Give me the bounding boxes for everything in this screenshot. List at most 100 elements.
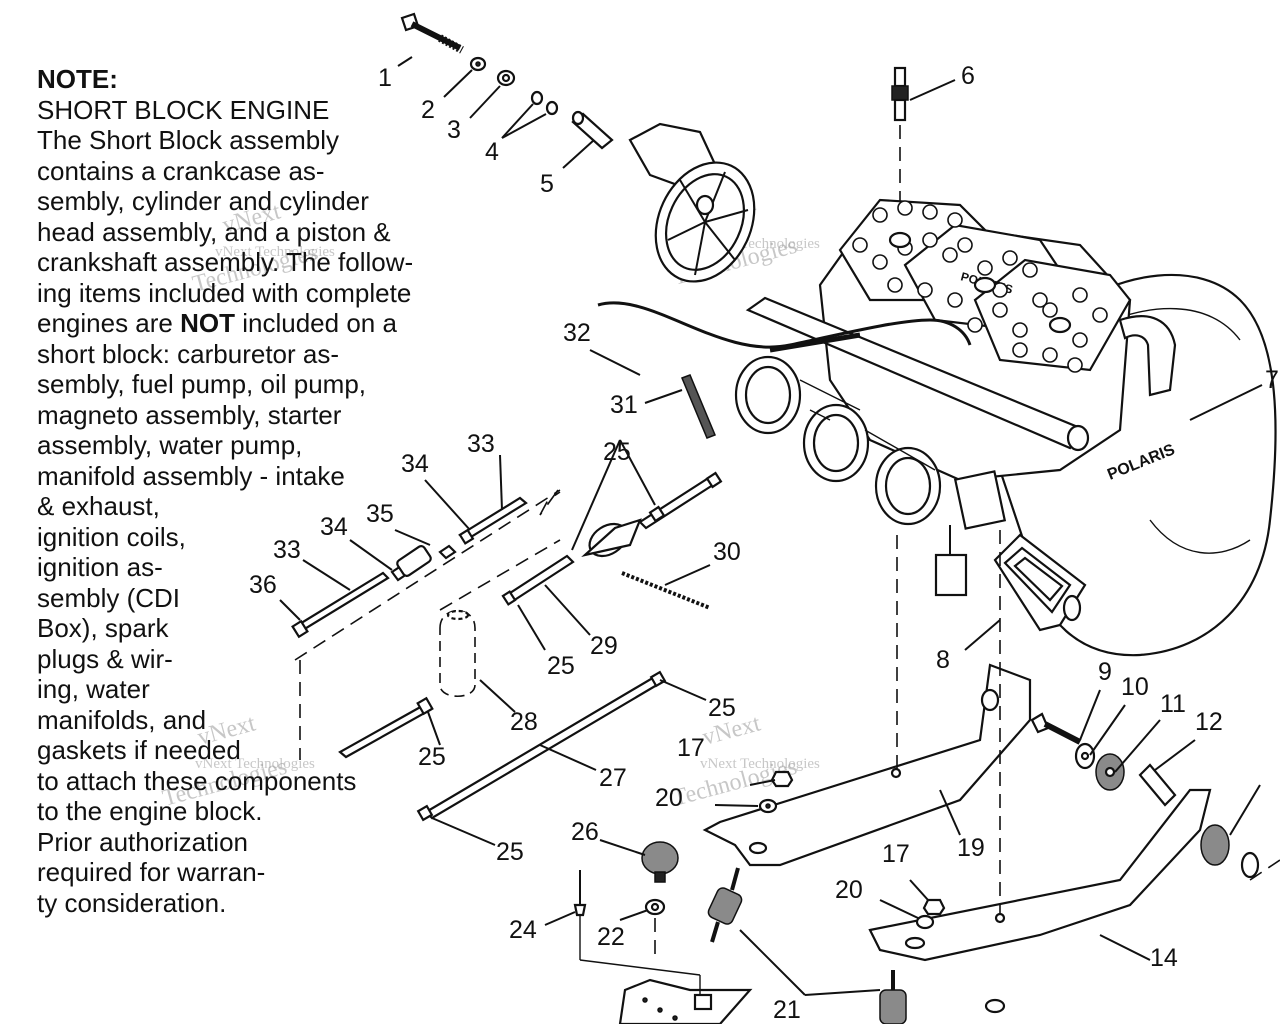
part-1-bolt	[400, 12, 464, 54]
note-line: The Short Block assembly	[37, 125, 340, 155]
note-line: plugs & wir-	[37, 643, 173, 674]
part-21-isolator-upper	[707, 867, 743, 943]
callout-25-tube: 25	[547, 652, 575, 680]
callout-19: 19	[957, 834, 985, 862]
part-24-pin	[573, 870, 587, 960]
drive-clutch	[628, 122, 756, 283]
watermark-text: vNext Technologies	[195, 756, 315, 772]
note-line: & exhaust,	[37, 491, 160, 521]
note-line: to attach these components	[37, 765, 357, 796]
note-line: required for warran-	[37, 857, 266, 887]
note-line: head assembly, and a piston &	[37, 216, 391, 247]
callout-12: 12	[1195, 708, 1223, 736]
part-21-isolator-lower	[879, 970, 907, 1024]
part-6-spark-plug	[891, 66, 909, 210]
part-22-nut	[644, 898, 666, 960]
note-heading: NOTE:	[37, 64, 118, 94]
note-line: ing, water	[37, 674, 150, 704]
part-5-spacer	[571, 110, 614, 150]
callout-11: 11	[1160, 690, 1186, 718]
callout-22: 22	[597, 923, 625, 951]
note-line: manifold assembly - intake	[37, 460, 345, 491]
note-line: sembly, fuel pump, oil pump,	[37, 369, 366, 399]
part-2-washer	[469, 56, 487, 72]
note-line: assembly, water pump,	[37, 430, 303, 460]
note-line: contains a crankcase as-	[37, 155, 325, 186]
callout-17-upper: 17	[677, 734, 705, 762]
lower-bracket	[579, 959, 753, 1024]
note-line: ignition coils,	[37, 521, 186, 552]
note-line: SHORT BLOCK ENGINE	[37, 94, 330, 125]
part-17-nut-lower	[922, 898, 946, 916]
part-12-spacer	[1138, 763, 1177, 807]
note-line: short block: carburetor as-	[37, 338, 340, 369]
callout-4: 4	[485, 138, 499, 166]
note-emphasis: NOT	[180, 308, 236, 338]
note-line: sembly (CDI	[37, 582, 181, 613]
part-20-washer	[758, 798, 778, 814]
note-line: manifolds, and	[37, 704, 207, 735]
note-line: Box), spark	[37, 613, 169, 643]
callout-2: 2	[421, 96, 435, 124]
callout-20-upper: 20	[655, 784, 683, 812]
callout-10: 10	[1121, 673, 1149, 701]
callout-6: 6	[961, 62, 975, 90]
part-10-washer	[1074, 742, 1096, 770]
washer-bottom	[984, 998, 1006, 1014]
note-line: to the engine block.	[37, 796, 263, 826]
callout-25-rod-start: 25	[496, 838, 524, 866]
part-8-cdi-box	[993, 533, 1087, 632]
note-line: Prior authorization	[37, 826, 248, 857]
callout-9: 9	[1098, 658, 1112, 686]
fuel-filter	[501, 471, 723, 606]
part-25-tube-lower	[338, 696, 434, 759]
callout-32: 32	[563, 319, 591, 347]
part-31-tie-strap	[681, 374, 716, 439]
callout-35: 35	[366, 500, 394, 528]
callout-28: 28	[510, 708, 538, 736]
part-17-nut	[770, 770, 794, 788]
part-14-rear-mount	[868, 530, 1212, 962]
callout-numbers: 1 2 3 4 5 6 7 8 9 10 11 12 14 17 17 19 2…	[249, 62, 1279, 1024]
callout-31: 31	[610, 391, 638, 419]
part-4-orings	[530, 90, 559, 116]
part-11-rubber-mount	[1095, 753, 1125, 791]
callout-24: 24	[509, 916, 537, 944]
note-text: included on a	[235, 308, 397, 338]
callout-14: 14	[1150, 944, 1178, 972]
callout-33-upper: 33	[467, 430, 495, 458]
part-3-washer	[496, 69, 516, 87]
callout-20-lower: 20	[835, 876, 863, 904]
short-block-note: NOTE: SHORT BLOCK ENGINE The Short Block…	[37, 64, 413, 918]
note-line: gaskets if needed	[37, 735, 241, 765]
callout-3: 3	[447, 116, 461, 144]
part-28-fuel-filter	[439, 609, 476, 697]
note-line: ty consideration.	[37, 887, 227, 918]
engine-assembly: POLARIS POLARIS	[734, 198, 1277, 657]
callout-8: 8	[936, 646, 950, 674]
callout-34-upper: 34	[401, 450, 429, 478]
callout-25-rod-end: 25	[708, 694, 736, 722]
watermark-text: vNext Technologies	[700, 756, 820, 772]
rubber-mount-right	[1200, 824, 1280, 881]
callout-7: 7	[1265, 366, 1279, 394]
part-20-washer-lower	[915, 914, 935, 930]
callout-25-lower-tube: 25	[418, 743, 446, 771]
part-19-front-mount	[702, 535, 1032, 867]
watermark-text: vNext Technologies	[215, 244, 335, 260]
part-26-rubber-bumper	[641, 841, 679, 883]
note-line-not-included: engines are NOT included on a	[37, 308, 413, 339]
note-line: crankshaft assembly. The follow-	[37, 247, 414, 277]
part-32-cable	[597, 301, 972, 353]
callout-29: 29	[590, 632, 618, 660]
fuel-line-assembly	[291, 489, 561, 760]
note-line: magneto assembly, starter	[37, 399, 342, 430]
part-9-bolt	[1030, 712, 1082, 745]
part-7-callout-line	[1189, 384, 1263, 421]
callout-36: 36	[249, 571, 277, 599]
note-line: ignition as-	[37, 552, 163, 582]
leader-lines	[279, 56, 1261, 996]
callout-34-lower: 34	[320, 513, 348, 541]
note-line: ing items included with complete	[37, 277, 412, 308]
